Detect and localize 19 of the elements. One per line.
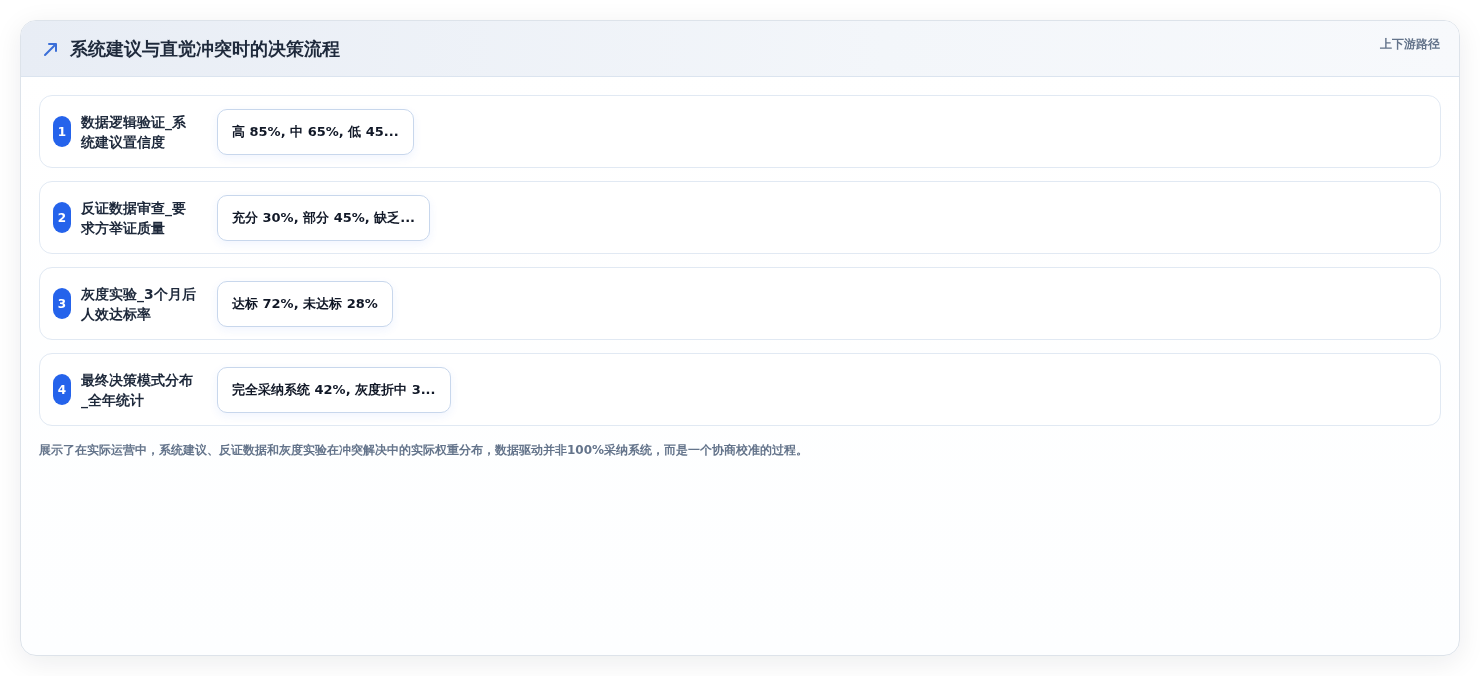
value-chip: 高 85%, 中 65%, 低 45... [217,108,414,155]
step-row [39,181,1441,254]
step-label: 灰度实验_3个月后人效达标率 [81,284,197,324]
value-chip: 达标 72%, 未达标 28% [217,280,393,327]
step-number-badge: 1 [53,116,71,147]
value-chip: 完全采纳系统 42%, 灰度折中 3... [217,366,451,413]
step-row [39,353,1441,426]
step-row [39,95,1441,168]
value-chip: 充分 30%, 部分 45%, 缺乏... [217,194,431,241]
step-number-badge: 3 [53,288,71,319]
step-label: 最终决策模式分布_全年统计 [81,370,194,410]
diagram-title: 系统建议与直觉冲突时的决策流程 [70,37,340,61]
step-number-badge: 4 [53,374,71,405]
section-tag: 上下游路径 [1380,36,1440,52]
step-label: 反证数据审查_要求方举证质量 [81,198,187,238]
step-number-badge: 2 [53,202,71,233]
caption-text: 展示了在实际运营中，系统建议、反证数据和灰度实验在冲突解决中的实际权重分布，数据驱动并非100%采纳系统，而是一个协商校准的过程。 [39,442,809,459]
step-label: 数据逻辑验证_系统建议置信度 [81,112,187,152]
step-row [39,267,1441,340]
